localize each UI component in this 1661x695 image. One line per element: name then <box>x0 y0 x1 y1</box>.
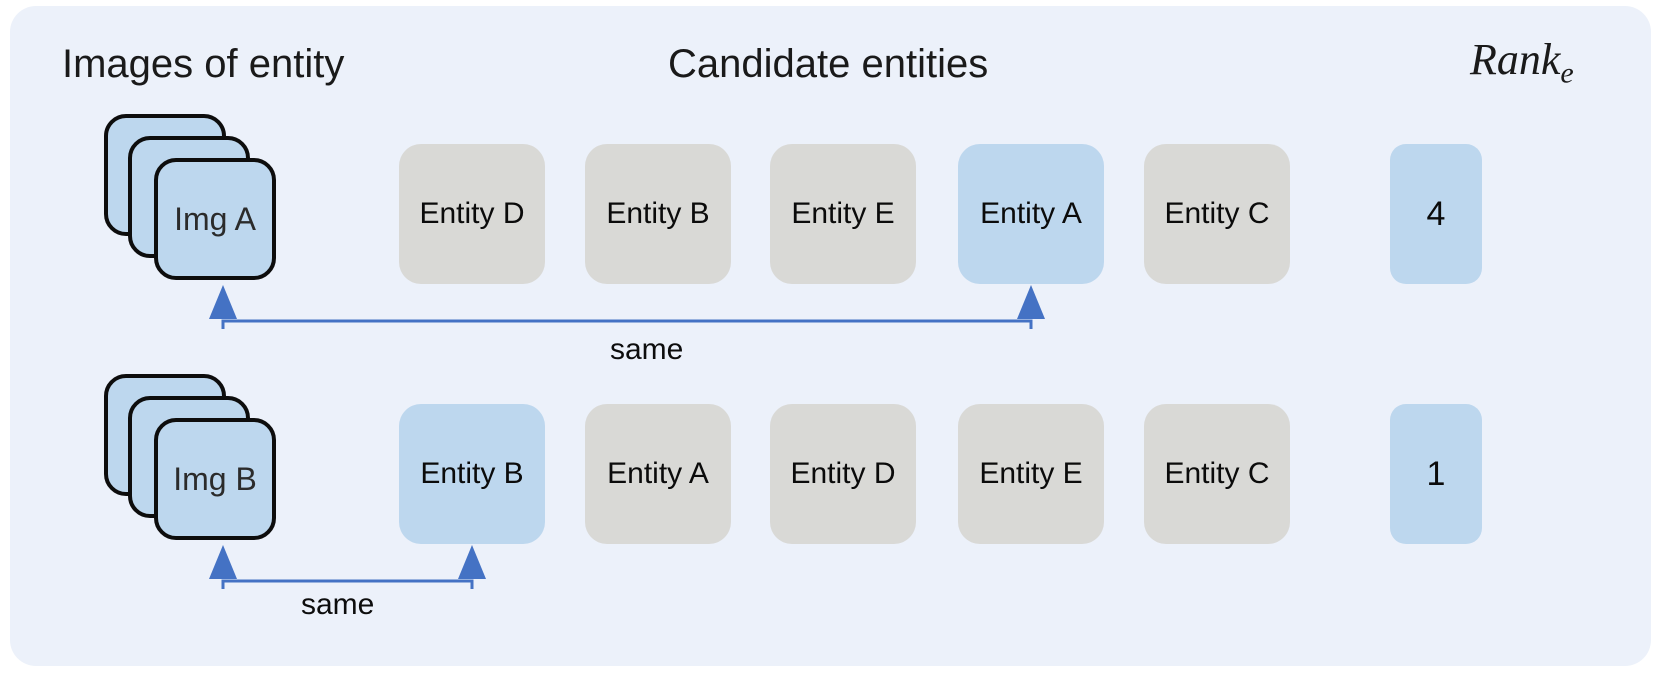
image-stack-label: Img B <box>173 461 257 497</box>
rank-value: 4 <box>1426 195 1446 233</box>
candidate-chip-r1-c4-selected[interactable]: Entity A <box>958 144 1104 284</box>
candidate-label: Entity A <box>607 457 709 490</box>
image-card-front: Img A <box>154 158 276 280</box>
column-header-candidates: Candidate entities <box>668 42 989 86</box>
candidate-chip-r1-c5[interactable]: Entity C <box>1144 144 1290 284</box>
candidate-chip-r1-c3[interactable]: Entity E <box>770 144 916 284</box>
candidate-chip-r2-c2[interactable]: Entity A <box>585 404 731 544</box>
candidate-chip-r2-c4[interactable]: Entity E <box>958 404 1104 544</box>
image-card-front: Img B <box>154 418 276 540</box>
rank-badge-row2: 1 <box>1390 404 1482 544</box>
rank-badge-row1: 4 <box>1390 144 1482 284</box>
candidate-label: Entity B <box>606 197 710 230</box>
image-stack-b[interactable]: Img B <box>104 374 304 559</box>
same-connector-row1 <box>200 285 1060 330</box>
candidate-chip-r1-c1[interactable]: Entity D <box>399 144 545 284</box>
candidate-chip-r1-c2[interactable]: Entity B <box>585 144 731 284</box>
image-stack-label: Img A <box>174 201 256 237</box>
same-label-row2: same <box>301 588 375 621</box>
same-label-row1: same <box>610 333 684 366</box>
same-connector-row2 <box>200 545 520 590</box>
rank-word: Rank <box>1470 35 1561 84</box>
image-stack-a[interactable]: Img A <box>104 114 304 299</box>
candidate-label: Entity D <box>790 457 896 490</box>
candidate-label: Entity E <box>791 197 895 230</box>
candidate-label: Entity E <box>979 457 1083 490</box>
rank-subscript: e <box>1560 56 1574 90</box>
candidate-label: Entity A <box>980 197 1082 230</box>
figure-panel <box>10 6 1651 666</box>
candidate-label: Entity D <box>419 197 525 230</box>
candidate-label: Entity C <box>1164 197 1270 230</box>
rank-value: 1 <box>1426 455 1446 493</box>
candidate-chip-r2-c1-selected[interactable]: Entity B <box>399 404 545 544</box>
candidate-label: Entity B <box>420 457 524 490</box>
candidate-label: Entity C <box>1164 457 1270 490</box>
column-header-images: Images of entity <box>62 42 345 86</box>
candidate-chip-r2-c3[interactable]: Entity D <box>770 404 916 544</box>
column-header-rank: Ranke <box>1470 38 1574 88</box>
candidate-chip-r2-c5[interactable]: Entity C <box>1144 404 1290 544</box>
